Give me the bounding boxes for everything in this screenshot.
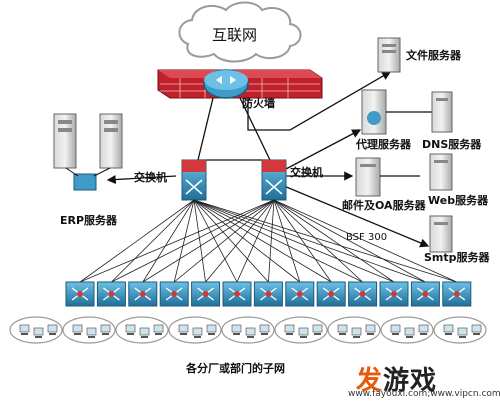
access-switch-icon (159, 281, 189, 307)
access-switch-icon (442, 281, 472, 307)
computer-icon (418, 324, 429, 335)
computer-icon (312, 324, 323, 335)
internet-label: 互联网 (212, 26, 257, 44)
subnet-cloud (327, 316, 381, 344)
computer-icon (125, 324, 136, 335)
core-switch-right (261, 159, 287, 201)
core-switch-left (181, 159, 207, 201)
proxy-server-icon (361, 89, 387, 135)
firewall: 防火墙 (157, 69, 323, 110)
access-switch-icon (191, 281, 221, 307)
computer-icon (19, 324, 30, 335)
computer-icon (365, 324, 376, 335)
access-links (79, 199, 457, 283)
file-server-label: 文件服务器 (406, 48, 462, 62)
access-switch-icon (253, 281, 283, 307)
access-switch-icon (316, 281, 346, 307)
firewall-label: 防火墙 (242, 96, 275, 110)
mail-server-label: 邮件及OA服务器 (342, 198, 427, 212)
computer-icon (337, 324, 348, 335)
access-switch-icon (410, 281, 440, 307)
subnet-cloud (380, 316, 434, 344)
access-switch-icon (96, 281, 126, 307)
computer-icon (86, 327, 97, 338)
computer-icon (404, 327, 415, 338)
computer-icon (33, 327, 44, 338)
computer-icon (457, 327, 468, 338)
computer-icon (206, 324, 217, 335)
access-switch-icon (222, 281, 252, 307)
computer-icon (100, 324, 111, 335)
access-switch-row (65, 281, 472, 307)
access-switch-icon (65, 281, 95, 307)
dns-server-icon (431, 91, 453, 133)
computer-icon (231, 324, 242, 335)
server-icon (53, 113, 77, 169)
subnet-cloud (274, 316, 328, 344)
subnet-cloud (115, 316, 169, 344)
server-icon (99, 113, 123, 169)
access-switch-icon (379, 281, 409, 307)
bsf-label: BSF 300 (346, 232, 387, 243)
access-switch-icon (285, 281, 315, 307)
computer-icon (351, 327, 362, 338)
computer-icon (245, 327, 256, 338)
subnet-cloud (433, 316, 487, 344)
access-switch-icon (128, 281, 158, 307)
computer-icon (298, 327, 309, 338)
computer-icon (284, 324, 295, 335)
switch-left-label: 交换机 (134, 170, 167, 184)
watermark-logo: 发游戏 (356, 366, 438, 396)
computer-icon (192, 327, 203, 338)
dns-server-label: DNS服务器 (422, 137, 482, 151)
proxy-server-label: 代理服务器 (355, 137, 412, 151)
subnet-cloud (168, 316, 222, 344)
computer-icon (390, 324, 401, 335)
core-links (106, 71, 430, 248)
web-server-label: Web服务器 (428, 193, 489, 207)
smtp-server-icon (429, 215, 453, 253)
erp-label: ERP服务器 (60, 213, 118, 227)
watermark-area (294, 352, 500, 406)
erp-server-group: ERP服务器 (53, 113, 123, 227)
watermark-url: www.fayouxi.com;www.vipcn.com (348, 389, 500, 399)
subnet-cloud (62, 316, 116, 344)
branches-label: 各分厂或部门的子网 (185, 361, 285, 375)
internet-cloud: 互联网 (178, 1, 302, 63)
web-server-icon (429, 153, 453, 191)
file-server-icon (377, 37, 401, 73)
subnet-row (9, 316, 487, 344)
subnet-cloud (9, 316, 63, 344)
computer-icon (139, 327, 150, 338)
computer-icon (471, 324, 482, 335)
computer-icon (259, 324, 270, 335)
computer-icon (443, 324, 454, 335)
computer-icon (153, 324, 164, 335)
computer-icon (178, 324, 189, 335)
computer-icon (47, 324, 58, 335)
smtp-server-label: Smtp服务器 (424, 250, 491, 264)
erp-switch-icon (73, 173, 97, 191)
access-switch-icon (348, 281, 378, 307)
mail-server-icon (355, 157, 381, 197)
subnet-cloud (221, 316, 275, 344)
switch-right-label: 交换机 (290, 165, 323, 179)
computer-icon (72, 324, 83, 335)
